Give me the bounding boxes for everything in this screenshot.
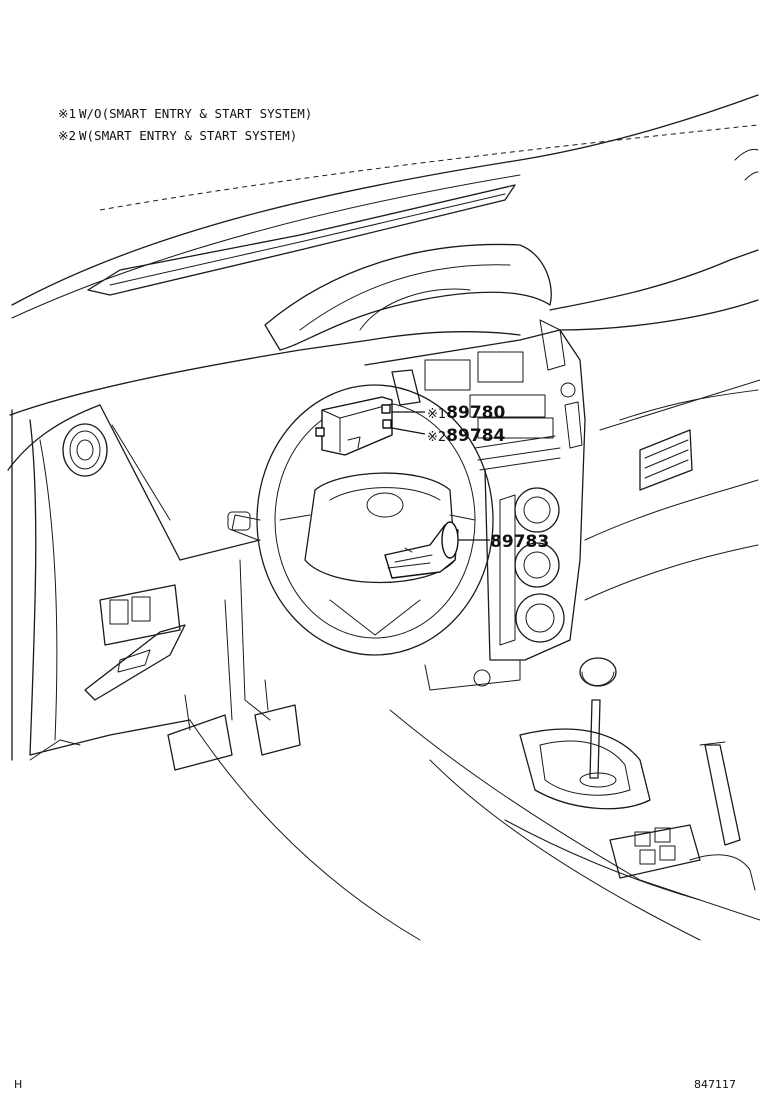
note-2-marker: ※2 (58, 128, 76, 143)
callout-89784-marker: ※2 (427, 430, 446, 445)
meter-hood (264, 243, 552, 351)
right-dash-details (599, 379, 760, 491)
module-box-part (315, 396, 393, 456)
callout-89780-number: 89780 (446, 403, 505, 423)
footer-diagram-number: 847117 (694, 1078, 736, 1091)
left-air-vent (62, 423, 108, 477)
note-1-text: W/O(SMART ENTRY & START SYSTEM) (79, 106, 312, 121)
callout-labels: ※189780 ※289784 89783 (427, 403, 549, 552)
sensor-coil-part (384, 521, 459, 579)
dashboard-outline (7, 94, 759, 761)
leader-lines (391, 411, 490, 541)
steering-wheel (227, 384, 494, 656)
callout-89784: ※289784 (427, 426, 505, 446)
callout-89780: ※189780 (427, 403, 505, 423)
left-switch-panel (84, 584, 186, 701)
shift-console (504, 657, 756, 901)
center-console (364, 319, 586, 691)
note-1-marker: ※1 (58, 106, 76, 121)
callout-89783-number: 89783 (490, 532, 549, 552)
footer-left-code: H (14, 1078, 22, 1091)
note-2-text: W(SMART ENTRY & START SYSTEM) (79, 128, 297, 143)
lower-floor (29, 559, 760, 941)
callout-89784-number: 89784 (446, 426, 505, 446)
callout-89780-marker: ※1 (427, 407, 446, 422)
